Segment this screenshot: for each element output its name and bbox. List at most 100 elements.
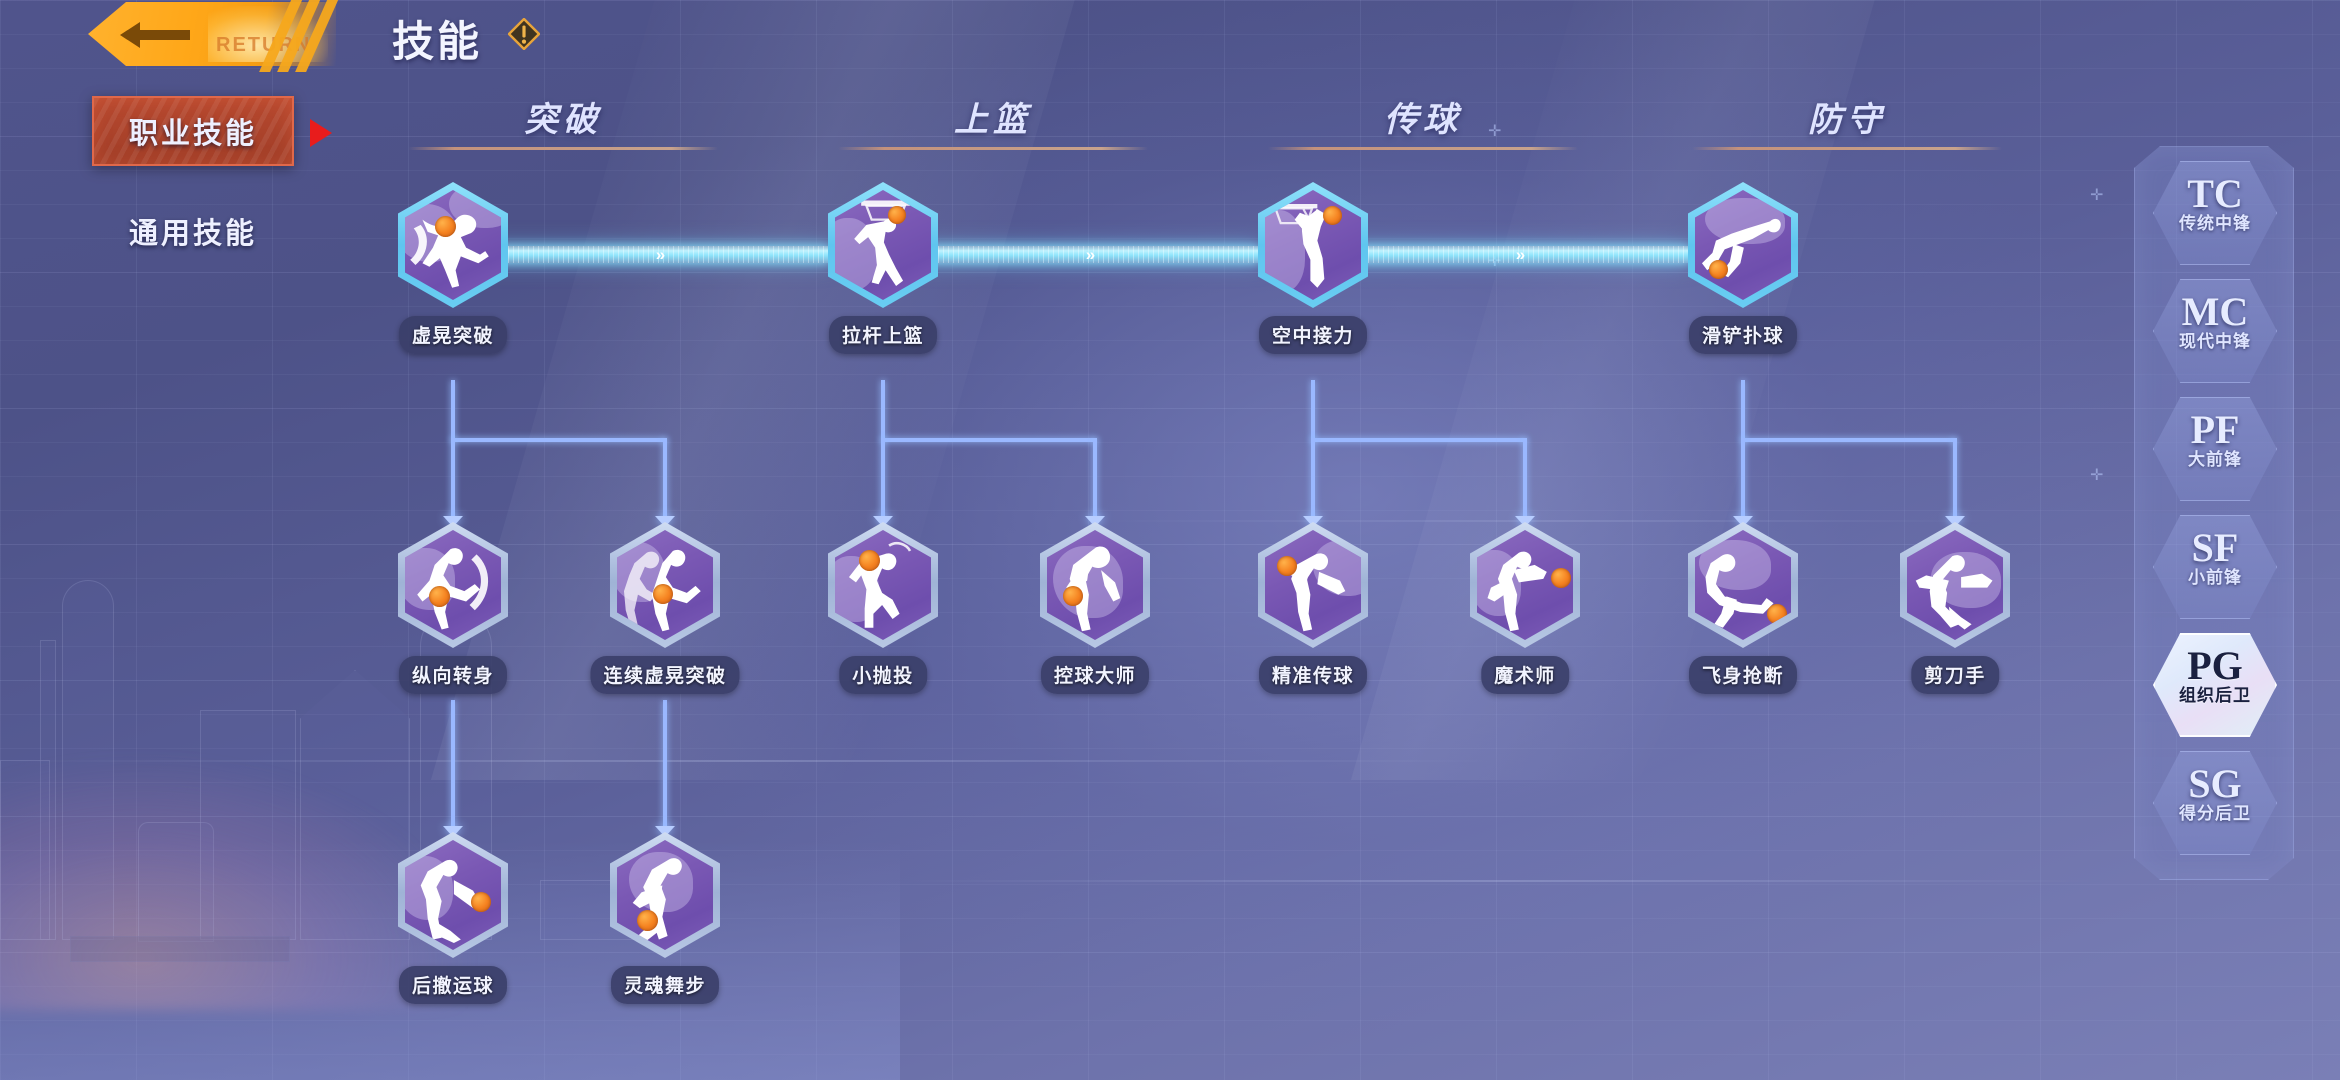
skill-node-lagan-shanglan[interactable]: 拉杆上篮 (828, 182, 938, 354)
position-name: 得分后卫 (2179, 804, 2251, 823)
position-hex (2153, 279, 2277, 383)
position-item-tc[interactable]: TC 传统中锋 (2153, 161, 2277, 265)
skill-node-kongqiu-dashi[interactable]: 控球大师 (1040, 522, 1150, 694)
chain-crossover-icon (623, 549, 701, 632)
branch-line (663, 700, 667, 832)
skill-node-huachan-puqiu[interactable]: 滑铲扑球 (1688, 182, 1798, 354)
position-abbr: SG (2188, 761, 2242, 806)
branch-arrow-icon (1085, 516, 1105, 527)
ball-handler-icon (1066, 546, 1121, 632)
skill-node-feishen-qiangduan[interactable]: 飞身抢断 (1688, 522, 1798, 694)
position-item-pg[interactable]: PG 组织后卫 (2153, 633, 2277, 737)
skill-node-xiao-paotou[interactable]: 小抛投 (828, 522, 938, 694)
scissor-hands-icon (1915, 555, 1993, 630)
position-item-mc[interactable]: MC 现代中锋 (2153, 279, 2277, 383)
basketball-icon (471, 892, 491, 912)
skill-node-hex (610, 832, 720, 958)
branch-arrow-icon (873, 516, 893, 527)
skill-node-label: 连续虚晃突破 (590, 656, 740, 694)
skill-node-jingzhun-chuanqiu[interactable]: 精准传球 (1258, 522, 1368, 694)
link-chevron: » (1085, 244, 1096, 264)
branch-line (1311, 380, 1315, 440)
skill-node-kongzhong-jieli[interactable]: 空中接力 (1258, 182, 1368, 354)
branch-line (451, 380, 455, 440)
position-item-pf[interactable]: PF 大前锋 (2153, 397, 2277, 501)
basketball-icon (435, 216, 456, 237)
skill-node-label: 后撤运球 (398, 966, 508, 1004)
skill-node-hex (1688, 522, 1798, 648)
skill-node-hex (1040, 522, 1150, 648)
decor-plus-icon: ✛ (1488, 123, 1502, 140)
skill-node-zongxiang-zhuanshen[interactable]: 纵向转身 (398, 522, 508, 694)
skill-node-hex (828, 522, 938, 648)
return-button[interactable]: RETURN (88, 0, 340, 72)
branch-line (1093, 438, 1097, 522)
skill-node-label: 剪刀手 (1911, 656, 1999, 694)
position-item-sg[interactable]: SG 得分后卫 (2153, 751, 2277, 855)
position-hex (2153, 397, 2277, 501)
branch-arrow-icon (1515, 516, 1535, 527)
background-streak (1100, 520, 2000, 522)
position-selector-panel: TC 传统中锋 MC 现代中锋 PF 大前锋 SF 小前锋 PG 组织后卫 SG… (2134, 146, 2294, 880)
branch-arrow-icon (443, 826, 463, 837)
skill-node-linghun-wubu[interactable]: 灵魂舞步 (610, 832, 720, 1004)
spin-move-icon (417, 548, 489, 630)
position-abbr: PG (2187, 643, 2243, 688)
column-header-label: 传球 (1384, 101, 1462, 139)
branch-line (663, 438, 667, 522)
warning-diamond-icon[interactable] (508, 18, 540, 50)
position-abbr: TC (2187, 171, 2243, 216)
skill-node-jiandaoshou[interactable]: 剪刀手 (1900, 522, 2010, 694)
skill-node-hex (610, 522, 720, 648)
skill-node-hex (828, 182, 938, 308)
basketball-icon (1323, 206, 1342, 225)
branch-line (881, 438, 885, 522)
position-name: 现代中锋 (2179, 332, 2251, 351)
position-item-sf[interactable]: SF 小前锋 (2153, 515, 2277, 619)
sidebar-item-label: 通用技能 (128, 218, 257, 250)
skill-node-label: 小抛投 (839, 656, 927, 694)
branch-line (881, 438, 1097, 442)
basketball-icon (1551, 568, 1571, 588)
magician-pass-icon (1487, 551, 1547, 632)
flying-steal-icon (1705, 554, 1774, 628)
branch-line (451, 700, 455, 832)
link-chevron: » (655, 244, 666, 264)
branch-line (451, 438, 667, 442)
position-hex (2153, 161, 2277, 265)
position-hex (2153, 751, 2277, 855)
skill-node-moshushi[interactable]: 魔术师 (1470, 522, 1580, 694)
link-ticks (918, 246, 1260, 263)
skill-link-3-4: » (1348, 245, 1690, 264)
decor-plus-icon: ✛ (2090, 467, 2104, 484)
branch-line (881, 380, 885, 440)
sidebar-item-label: 职业技能 (128, 118, 257, 150)
skill-node-houche-yunqiu[interactable]: 后撤运球 (398, 832, 508, 1004)
skill-node-label: 飞身抢断 (1688, 656, 1798, 694)
skill-node-hex (398, 522, 508, 648)
branch-arrow-icon (655, 516, 675, 527)
sidebar-item-general-skills[interactable]: 通用技能 (92, 196, 294, 266)
column-header-label: 防守 (1808, 101, 1886, 139)
sidebar: 职业技能 通用技能 (92, 96, 332, 266)
column-header-rule (408, 147, 718, 150)
branch-arrow-icon (1733, 516, 1753, 527)
basketball-icon (653, 584, 673, 604)
branch-line (1741, 438, 1957, 442)
skill-node-label: 虚晃突破 (398, 316, 508, 354)
position-abbr: PF (2190, 407, 2240, 452)
column-header-defense: 防守 (1692, 92, 2002, 150)
basketball-icon (888, 206, 906, 224)
skill-node-hex (398, 182, 508, 308)
skill-node-label: 精准传球 (1258, 656, 1368, 694)
floater-icon (848, 541, 912, 628)
top-bar: RETURN 技能 (0, 0, 2340, 72)
skill-tree: 突破 上篮 传球 防守 » » » (398, 92, 2010, 1004)
skill-node-lianxu-xuhuang-tupo[interactable]: 连续虚晃突破 (590, 522, 740, 694)
skill-node-xuhuang-tupo[interactable]: 虚晃突破 (398, 182, 508, 354)
branch-arrow-icon (443, 516, 463, 527)
branch-line (1741, 438, 1745, 522)
sidebar-item-professional-skills[interactable]: 职业技能 (92, 96, 332, 166)
basketball-icon (637, 910, 658, 931)
column-header-pass: 传球 (1268, 92, 1578, 150)
